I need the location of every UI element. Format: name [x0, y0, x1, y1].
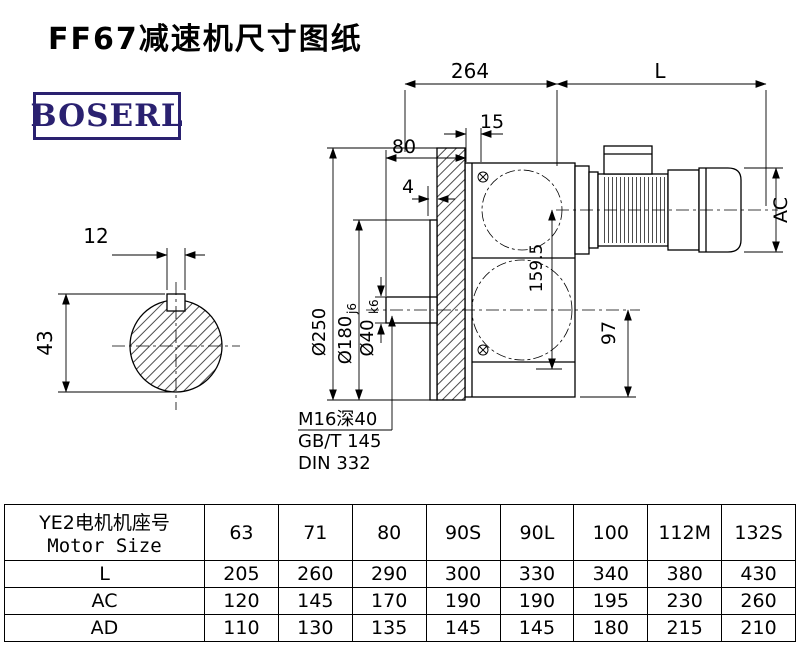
table-cell: 110 — [204, 614, 279, 642]
dim-label-80: 80 — [392, 136, 416, 158]
table-cell: 145 — [277, 587, 353, 615]
table-cell: 260 — [721, 587, 796, 615]
gear-housing — [464, 162, 576, 398]
brand-logo-text: BOSERL — [30, 97, 184, 134]
table-cell: 135 — [351, 614, 427, 642]
table-cell: 210 — [721, 614, 796, 642]
dim-label-15: 15 — [480, 111, 504, 133]
size-col-63: 63 — [204, 504, 279, 561]
table-header-cn: YE2电机机座号 — [39, 512, 170, 534]
motor-body — [574, 145, 742, 255]
page-title: FF67减速机尺寸图纸 — [48, 22, 363, 57]
gearbox-body — [385, 147, 576, 401]
table-row-L: L 205 260 290 300 330 340 380 430 — [4, 560, 796, 588]
table-cell: 380 — [647, 560, 723, 588]
table-row-AD: AD 110 130 135 145 145 180 215 210 — [4, 614, 796, 642]
size-col-112M: 112M — [647, 504, 723, 561]
motor-terminal-box — [603, 145, 653, 175]
dim-label-97: 97 — [598, 321, 620, 345]
table-cell: 145 — [499, 614, 575, 642]
table-cell: 430 — [721, 560, 796, 588]
dim-label-AC: AC — [770, 197, 792, 223]
flange-bolt-icon — [477, 171, 489, 356]
main-view-dimensions — [298, 80, 783, 431]
mounting-flange — [436, 147, 466, 401]
table-header-row: YE2电机机座号 Motor Size 63 71 80 90S 90L 100… — [4, 504, 796, 561]
dim-label-4: 4 — [402, 176, 414, 198]
table-cell: 195 — [573, 587, 649, 615]
table-cell: 290 — [351, 560, 427, 588]
table-cell: 170 — [351, 587, 427, 615]
dim-label-dia40: Ø40 — [357, 319, 378, 356]
table-cell: 180 — [573, 614, 649, 642]
table-cell: 145 — [425, 614, 501, 642]
size-col-132S: 132S — [721, 504, 796, 561]
note-thread-spec: M16深40 — [298, 409, 377, 430]
row-label-AD: AD — [4, 614, 205, 642]
brand-logo-box: BOSERL — [30, 92, 184, 140]
dim-label-dia250: Ø250 — [309, 308, 330, 357]
dim-label-159-5: 159.5 — [527, 244, 547, 293]
size-col-90L: 90L — [499, 504, 575, 561]
table-cell: 300 — [425, 560, 501, 588]
main-center-lines — [366, 209, 778, 311]
size-col-100: 100 — [573, 504, 649, 561]
table-cell: 205 — [204, 560, 279, 588]
shaft-center-lines — [112, 282, 240, 410]
table-cell: 340 — [573, 560, 649, 588]
note-gb-standard: GB/T 145 — [298, 431, 381, 452]
table-cell: 230 — [647, 587, 723, 615]
motor-size-table: YE2电机机座号 Motor Size 63 71 80 90S 90L 100… — [4, 504, 796, 642]
table-header-motor-size: YE2电机机座号 Motor Size — [4, 504, 205, 561]
size-col-80: 80 — [351, 504, 427, 561]
table-cell: 130 — [277, 614, 353, 642]
table-cell: 120 — [204, 587, 279, 615]
table-row-AC: AC 120 145 170 190 190 195 230 260 — [4, 587, 796, 615]
dim-label-L: L — [654, 59, 666, 83]
table-cell: 330 — [499, 560, 575, 588]
table-cell: 215 — [647, 614, 723, 642]
table-header-en: Motor Size — [47, 535, 162, 557]
dim-label-dia180: Ø180 — [335, 316, 356, 365]
dim-label-dia40-tol: k6 — [367, 299, 381, 314]
row-label-AC: AC — [4, 587, 205, 615]
row-label-L: L — [4, 560, 205, 588]
size-col-71: 71 — [277, 504, 353, 561]
table-cell: 190 — [499, 587, 575, 615]
dim-label-43: 43 — [33, 330, 57, 355]
note-din-standard: DIN 332 — [298, 453, 371, 474]
left-view-dimensions — [58, 248, 205, 393]
dim-label-dia180-tol: j6 — [345, 303, 359, 315]
size-col-90S: 90S — [425, 504, 501, 561]
table-cell: 190 — [425, 587, 501, 615]
table-cell: 260 — [277, 560, 353, 588]
dim-label-264: 264 — [451, 59, 489, 83]
dim-label-12: 12 — [83, 224, 108, 248]
